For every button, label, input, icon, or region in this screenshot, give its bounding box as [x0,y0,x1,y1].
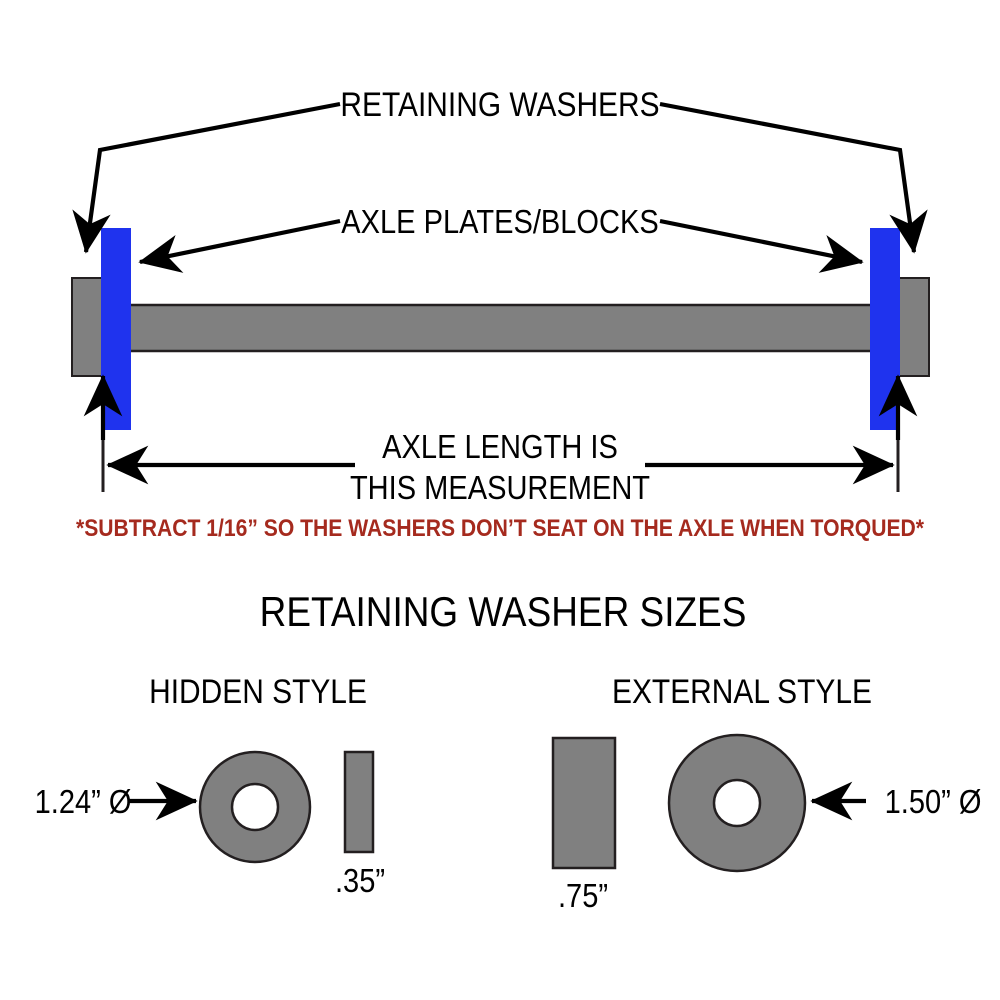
external-style-washer [551,733,866,873]
external-washer-diameter-label: 1.50” Ø [884,783,982,820]
retaining-washers-leader-left [72,101,341,254]
external-washer-thickness-label: .75” [557,877,609,914]
hidden-washer-diameter-label: 1.24” Ø [34,783,132,820]
axle-bar [126,303,874,353]
axle-plates-leaders [138,218,864,273]
external-washer-inner-hole [712,778,762,828]
hidden-washer-thickness-label: .35” [334,862,386,899]
axle-length-dimension [83,374,918,492]
axle-plates-leader-right [659,218,864,273]
external-washer-side-view [551,736,617,870]
axle-length-label-line1: AXLE LENGTH IS [382,428,618,465]
hidden-style-heading: HIDDEN STYLE [149,673,367,711]
axle-plates-leader-left [138,218,341,273]
left-axle-plate [101,228,131,430]
external-style-heading: EXTERNAL STYLE [612,673,872,711]
retaining-washers-leaders [72,101,928,254]
washer-sizes-heading: RETAINING WASHER SIZES [259,588,747,635]
hidden-washer-side-view [343,750,375,854]
subtract-note: *SUBTRACT 1/16” SO THE WASHERS DON’T SEA… [75,515,925,542]
axle-plates-label: AXLE PLATES/BLOCKS [341,203,659,240]
right-axle-plate [870,228,900,430]
hidden-style-washer [128,750,375,864]
retaining-washers-leader-right [659,101,928,254]
hidden-washer-inner-hole [230,782,280,832]
axle-assembly [71,228,930,430]
retaining-washers-label: RETAINING WASHERS [340,86,660,124]
axle-length-label-line2: THIS MEASUREMENT [349,469,651,506]
